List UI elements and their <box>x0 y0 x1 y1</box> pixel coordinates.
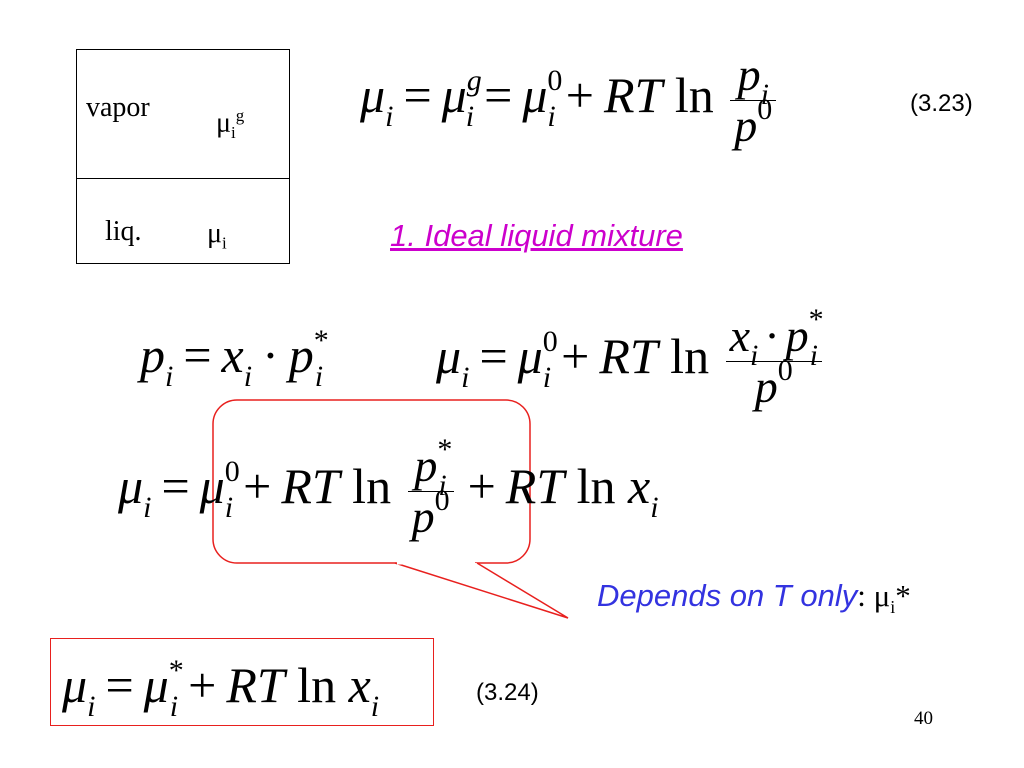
liquid-chemical-potential: μi <box>207 218 227 253</box>
equation-3-24: μi=μ*i+RT ln xi <box>62 654 380 723</box>
liquid-label: liq. <box>105 216 142 247</box>
callout-annotation: Depends on T only: μi* <box>597 578 911 618</box>
phase-diagram-box: vapor μig liq. μi <box>76 49 290 264</box>
phase-divider <box>77 178 289 179</box>
section-title: 1. Ideal liquid mixture <box>390 218 683 253</box>
annotation-text: Depends on T only <box>597 578 858 613</box>
vapor-chemical-potential: μig <box>216 106 245 142</box>
page-number: 40 <box>914 708 933 729</box>
ideal-mixture-potential-equation: μi=μ0i+RT ln xi·p*i p0 <box>436 303 824 412</box>
raoult-law-equation: pi=xi·p*i <box>140 324 329 393</box>
vapor-label: vapor <box>86 92 150 123</box>
equation-3-23-tag: (3.23) <box>910 90 973 117</box>
equation-3-23: μi=μgi=μ0i+RT ln pi p0 <box>360 52 780 149</box>
equation-3-24-tag: (3.24) <box>476 679 539 706</box>
annotation-symbol: μi* <box>873 578 911 618</box>
callout-pointer <box>394 562 569 619</box>
equation-3-24-box <box>50 638 434 726</box>
expanded-potential-equation: μi=μ0i+RT ln p*i p0 +RT ln xi <box>118 433 659 542</box>
